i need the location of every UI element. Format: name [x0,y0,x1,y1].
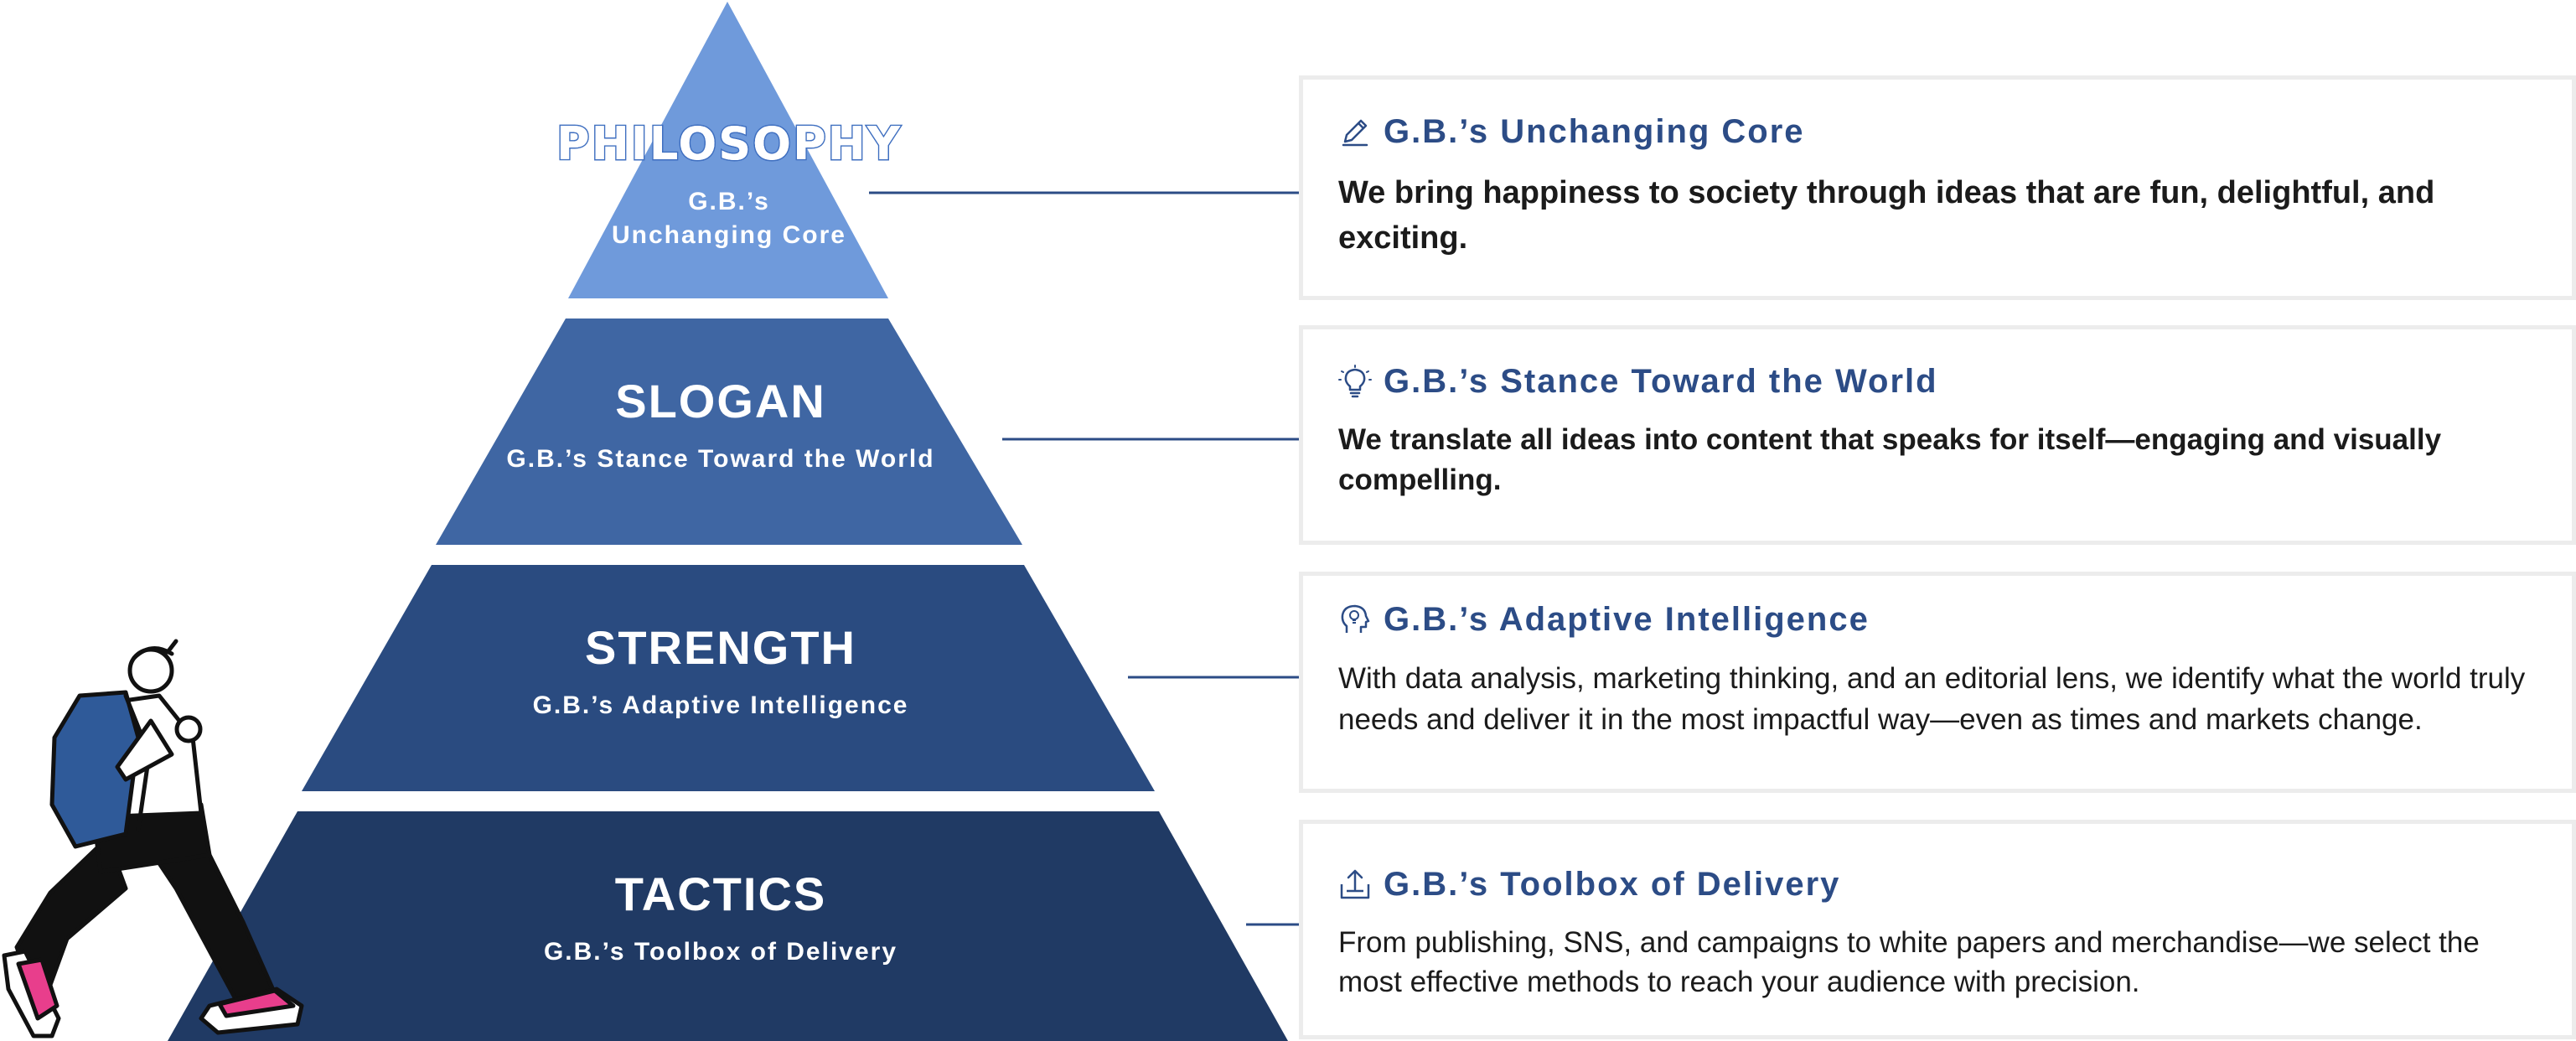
share-upload-icon [1340,869,1370,899]
card-title: G.B.’s Toolbox of Delivery [1384,865,1841,903]
tier-subtitle: G.B.’s Stance Toward the World [506,445,935,473]
card-header: G.B.’s Unchanging Core [1338,110,2538,153]
card-unchanging-core: G.B.’s Unchanging Core We bring happines… [1299,75,2576,300]
tier-subtitle: G.B.’s Adaptive Intelligence [532,691,909,719]
tier-label-strength: STRENGTH G.B.’s Adaptive Intelligence [469,620,972,720]
tier-subtitle: G.B.’s Toolbox of Delivery [543,938,898,966]
tier-subtitle-line2: Unchanging Core [611,221,846,249]
pen-icon [1342,119,1368,147]
pyramid-tier-philosophy [568,2,888,298]
lightbulb-icon [1338,365,1372,398]
tier-subtitle: G.B.’s Unchanging Core [503,185,955,252]
card-body: With data analysis, marketing thinking, … [1338,662,2526,736]
pyramid-tier-tactics [168,811,1288,1041]
card-stance-toward-world: G.B.’s Stance Toward the World We transl… [1299,325,2576,545]
head-lightbulb-icon [1341,604,1370,633]
tier-title: PHILOSOPHY [556,117,902,172]
tier-label-philosophy: PHILOSOPHY G.B.’s Unchanging Core [503,117,955,252]
card-header: G.B.’s Adaptive Intelligence [1338,598,2538,641]
card-title: G.B.’s Adaptive Intelligence [1384,600,1870,638]
card-header: G.B.’s Toolbox of Delivery [1338,862,2538,906]
card-header: G.B.’s Stance Toward the World [1338,360,2538,403]
card-body: From publishing, SNS, and campaigns to w… [1338,926,2480,998]
card-body: We translate all ideas into content that… [1338,423,2442,496]
tier-label-tactics: TACTICS G.B.’s Toolbox of Delivery [469,867,972,966]
card-adaptive-intelligence: G.B.’s Adaptive Intelligence With data a… [1299,572,2576,793]
card-title: G.B.’s Unchanging Core [1384,112,1805,150]
tier-label-slogan: SLOGAN G.B.’s Stance Toward the World [469,374,972,474]
tier-subtitle-line1: G.B.’s [688,188,770,215]
pyramid-tier-strength [302,565,1155,791]
pyramid-tier-slogan [436,319,1022,545]
card-title: G.B.’s Stance Toward the World [1384,362,1938,400]
walking-person-illustration [2,639,304,1038]
tier-title: SLOGAN [615,375,826,427]
tier-title: TACTICS [614,868,827,920]
card-toolbox-of-delivery: G.B.’s Toolbox of Delivery From publishi… [1299,820,2576,1039]
tier-title: STRENGTH [585,621,856,674]
card-body: We bring happiness to society through id… [1338,175,2435,256]
